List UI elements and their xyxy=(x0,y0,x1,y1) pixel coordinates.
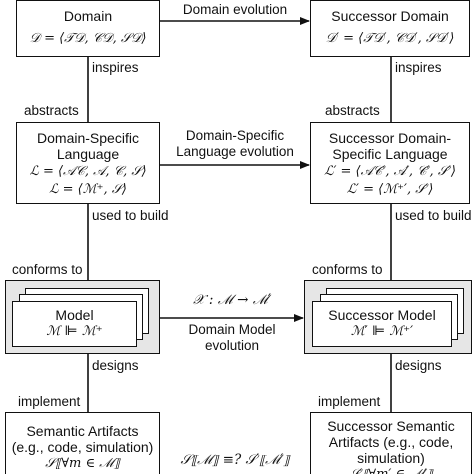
dsl-box: Domain-Specific Language ℒ = ⟨𝒜𝒞, 𝒜, 𝒞, … xyxy=(16,122,160,204)
successor-domain-formula: 𝒟′ = ⟨𝒯𝒟′, 𝒞𝒟′, 𝒮𝒟′⟩ xyxy=(325,31,455,46)
used-to-build-right-label: used to build xyxy=(395,208,472,223)
successor-domain-title: Successor Domain xyxy=(331,8,449,24)
used-to-build-left-label: used to build xyxy=(92,208,169,223)
successor-model-title: Successor Model xyxy=(328,307,436,323)
successor-dsl-title-line2: Specific Language xyxy=(332,146,448,162)
model-evolution-label-line2: evolution xyxy=(204,338,260,353)
model-evolution-formula: 𝒳 : ℳ → ℳ′ xyxy=(193,292,271,308)
model-title: Model xyxy=(55,307,94,323)
model-box: Model ℳ ⊫ ℳ⁺ xyxy=(12,301,137,347)
artifacts-title-line2: (e.g., code, simulation) xyxy=(11,439,154,455)
designs-left-label: designs xyxy=(92,358,139,373)
implement-right-label: implement xyxy=(318,394,381,409)
dsl-formula-2: ℒ = ⟨ℳ⁺, 𝒮⟩ xyxy=(49,182,127,197)
successor-dsl-formula-1: ℒ′ = ⟨𝒜𝒞′, 𝒜′, 𝒞′, 𝒮′⟩ xyxy=(324,164,456,179)
successor-model-formula: ℳ′ ⊫ ℳ⁺′ xyxy=(350,324,414,339)
conforms-to-right-label: conforms to xyxy=(312,262,383,277)
successor-artifacts-formula: 𝒮′⟦∀m′ ∈ ℳ′⟧ xyxy=(311,466,471,474)
domain-box: Domain 𝒟 = ⟨𝒯𝒟, 𝒞𝒟, 𝒮𝒟⟩ xyxy=(16,0,160,57)
domain-title: Domain xyxy=(63,8,113,24)
dsl-formula-1: ℒ = ⟨𝒜𝒞, 𝒜, 𝒞, 𝒮⟩ xyxy=(29,164,147,179)
artifacts-formula: 𝒮⟦∀m ∈ ℳ⟧ xyxy=(45,456,120,471)
successor-model-box: Successor Model ℳ′ ⊫ ℳ⁺′ xyxy=(312,301,452,347)
abstracts-right-label: abstracts xyxy=(325,103,380,118)
successor-dsl-formula-2: ℒ′ = ⟨ℳ⁺′, 𝒮′⟩ xyxy=(346,182,434,197)
artifacts-box: Semantic Artifacts (e.g., code, simulati… xyxy=(5,412,160,474)
dsl-evolution-label-line2: Language evolution xyxy=(176,144,294,159)
inspires-left-label: inspires xyxy=(92,60,139,75)
successor-artifacts-title-line2: Artifacts (e.g., code, xyxy=(328,434,454,450)
conforms-to-left-label: conforms to xyxy=(12,262,83,277)
dsl-evolution-label-line1: Domain-Specific xyxy=(185,128,285,143)
artifacts-title-line1: Semantic Artifacts xyxy=(26,423,139,439)
successor-dsl-box: Successor Domain- Specific Language ℒ′ =… xyxy=(310,122,470,204)
successor-domain-box: Successor Domain 𝒟′ = ⟨𝒯𝒟′, 𝒞𝒟′, 𝒮𝒟′⟩ xyxy=(310,0,470,57)
designs-right-label: designs xyxy=(395,358,442,373)
successor-artifacts-title-line1: Successor Semantic xyxy=(327,418,455,434)
abstracts-left-label: abstracts xyxy=(24,103,79,118)
dsl-title-line2: Language xyxy=(56,146,120,162)
successor-artifacts-box: Successor Semantic Artifacts (e.g., code… xyxy=(310,412,472,474)
inspires-right-label: inspires xyxy=(395,60,442,75)
model-formula: ℳ ⊫ ℳ⁺ xyxy=(46,324,103,339)
successor-dsl-title-line1: Successor Domain- xyxy=(328,130,452,146)
dsl-title-line1: Domain-Specific xyxy=(37,130,139,146)
equivalence-formula: 𝒮⟦ℳ⟧ ≡? 𝒮′⟦ℳ′⟧ xyxy=(180,452,290,468)
domain-evolution-label: Domain evolution xyxy=(182,2,288,17)
implement-left-label: implement xyxy=(18,394,81,409)
domain-formula: 𝒟 = ⟨𝒯𝒟, 𝒞𝒟, 𝒮𝒟⟩ xyxy=(29,31,147,46)
successor-artifacts-title-line3: simulation) xyxy=(357,450,425,466)
model-evolution-label-line1: Domain Model xyxy=(188,322,276,337)
